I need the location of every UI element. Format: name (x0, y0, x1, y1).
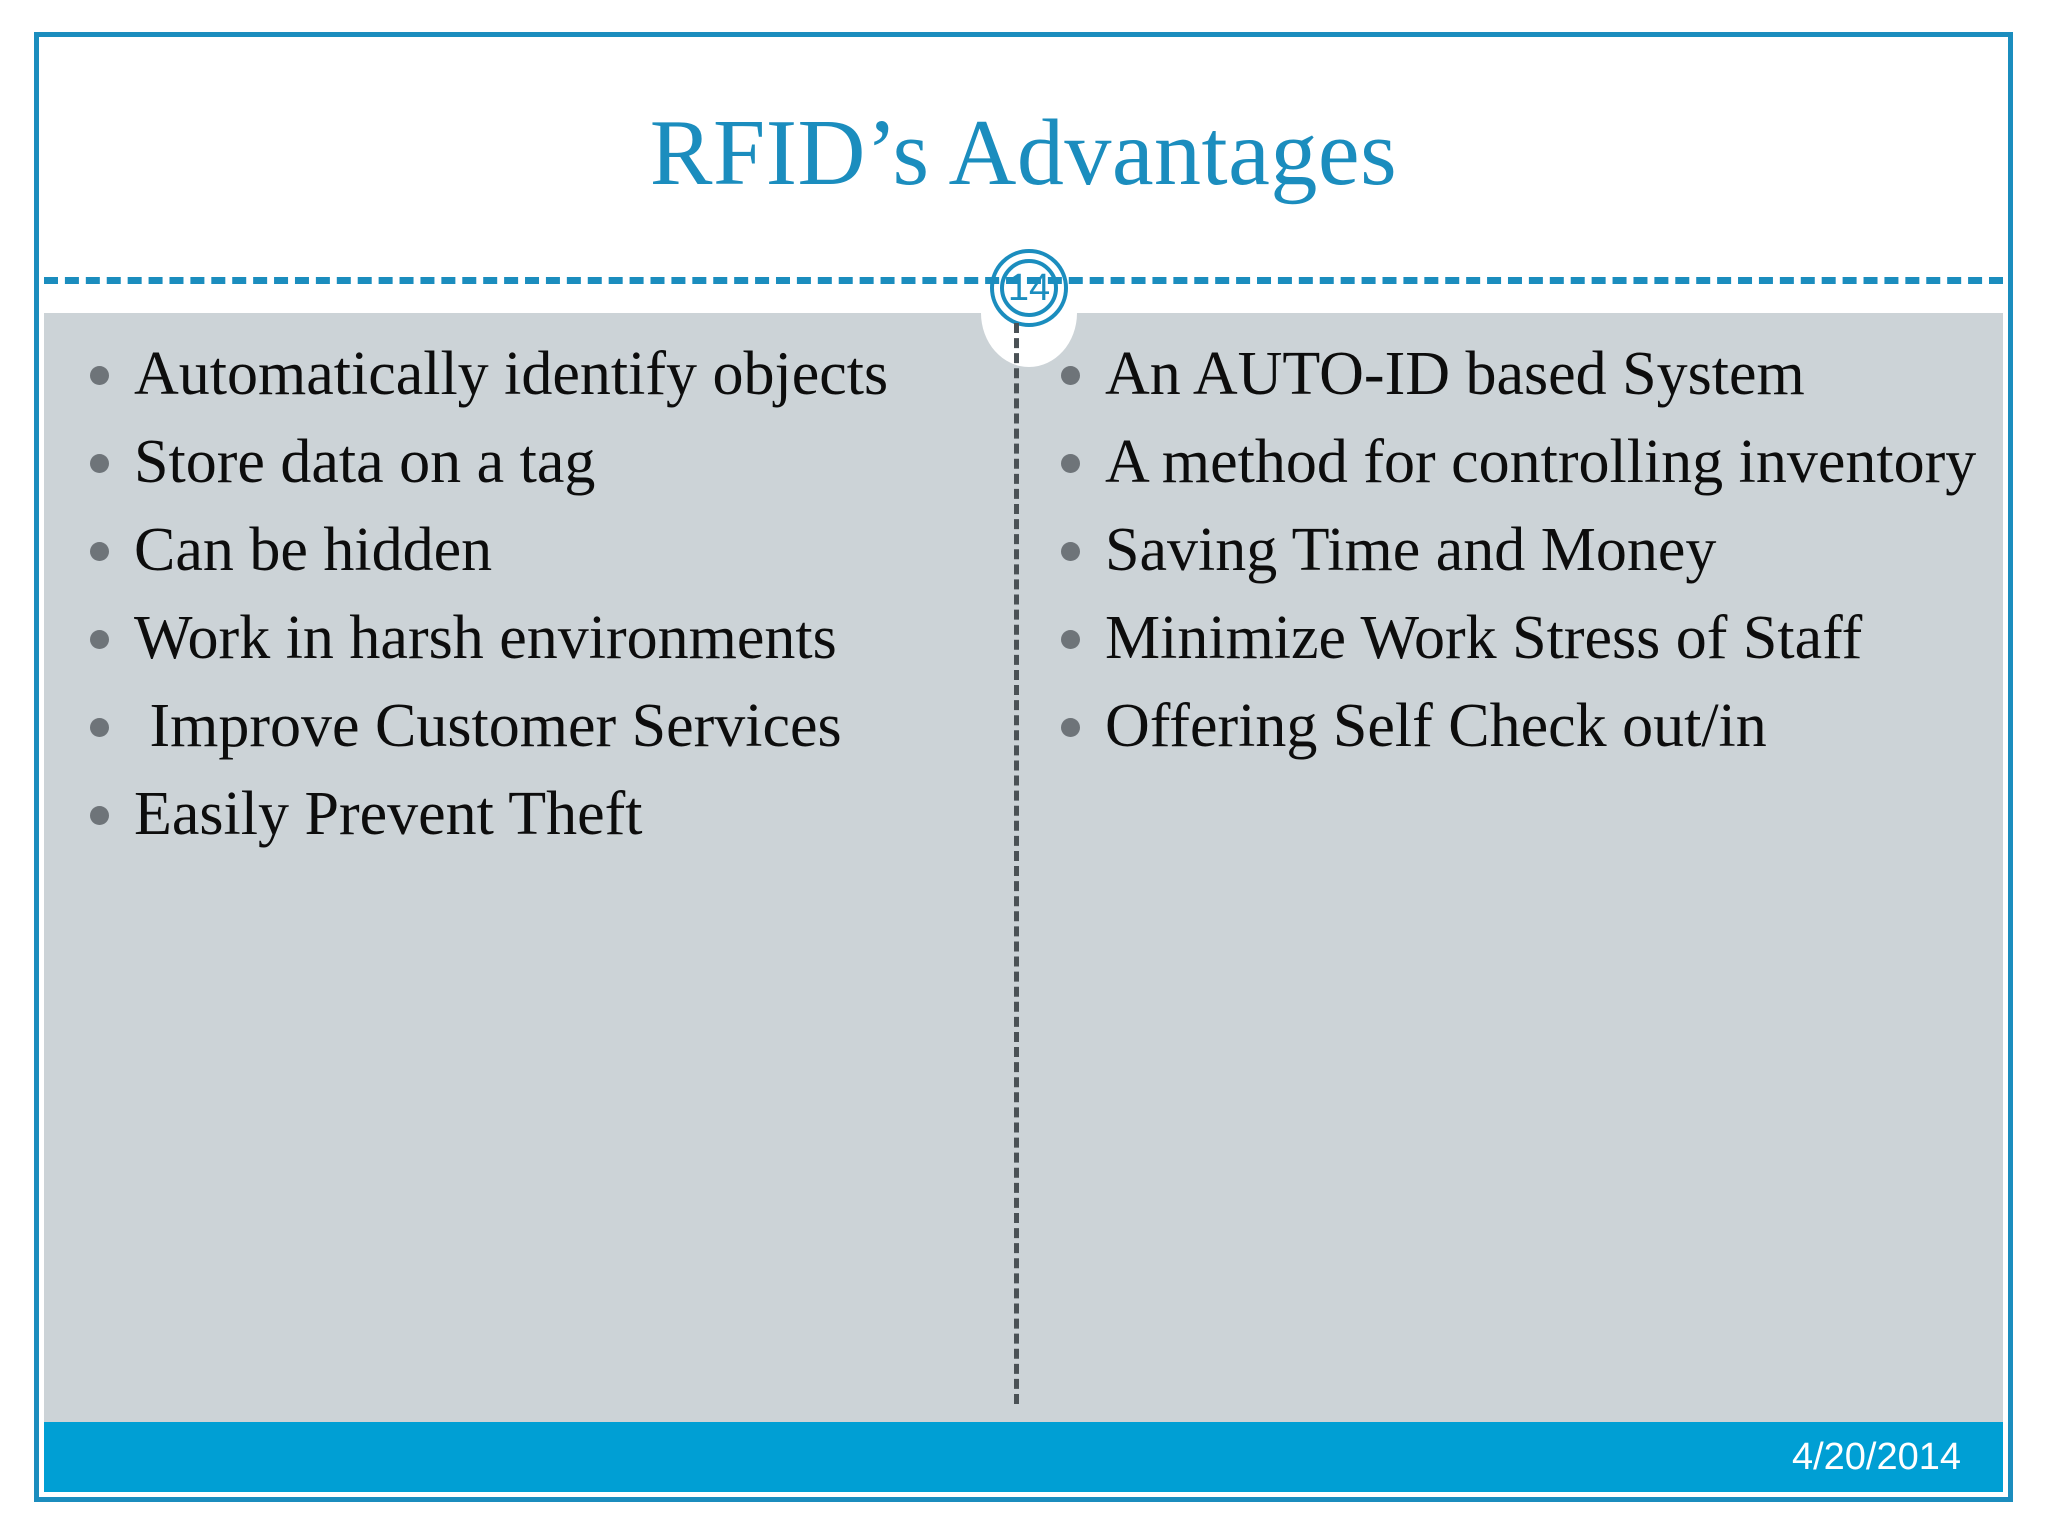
bullet-item: A method for controlling inventory (1049, 427, 1983, 497)
page-number-badge: 14 (990, 249, 1068, 327)
bullet-item: Work in harsh environments (78, 603, 994, 673)
bullet-dot-icon (90, 718, 109, 738)
bullet-item: Saving Time and Money (1049, 515, 1983, 585)
slide-body-panel (44, 313, 2003, 1422)
page-title: RFID’s Advantages (649, 100, 1398, 205)
bullet-text: Easily Prevent Theft (134, 780, 643, 849)
bullet-item: Improve Customer Services (78, 691, 994, 761)
bullet-text: An AUTO-ID based System (1105, 340, 1805, 408)
bullet-item: Store data on a tag (78, 427, 994, 497)
bullet-dot-icon (90, 630, 109, 650)
bullet-text: Automatically identify objects (134, 340, 889, 408)
right-bullet-list: An AUTO-ID based System A method for cont… (1049, 339, 1983, 761)
bullet-text: Offering Self Check out/in (1105, 692, 1767, 761)
bullet-text: Improve Customer Services (134, 692, 842, 761)
bullet-text: Can be hidden (134, 516, 493, 585)
bullet-dot-icon (1061, 718, 1080, 738)
bullet-item: An AUTO-ID based System (1049, 339, 1983, 409)
bullet-item: Automatically identify objects (78, 339, 994, 409)
bullet-dot-icon (90, 542, 109, 562)
bullet-text: Store data on a tag (134, 428, 596, 497)
bullet-text: Minimize Work Stress of Staff (1105, 604, 1863, 673)
bullet-text: Saving Time and Money (1105, 516, 1717, 585)
slide-canvas: RFID’s Advantages 14 Automatically ident… (34, 32, 2013, 1502)
bullet-dot-icon (90, 366, 109, 385)
page-number-label: 14 (1007, 266, 1051, 309)
bullet-dot-icon (1061, 454, 1080, 474)
slide-title-area: RFID’s Advantages (39, 37, 2008, 282)
bullet-dot-icon (1061, 542, 1080, 562)
footer-bar: 4/20/2014 (44, 1422, 2003, 1492)
column-divider-dashed-line (1014, 323, 1019, 1404)
bullet-item: Can be hidden (78, 515, 994, 585)
bullet-dot-icon (90, 454, 109, 474)
bullet-text: Work in harsh environments (134, 604, 837, 673)
bullet-item: Offering Self Check out/in (1049, 691, 1983, 761)
bullet-item: Easily Prevent Theft (78, 779, 994, 849)
bullet-dot-icon (1061, 366, 1080, 385)
bullet-dot-icon (90, 806, 109, 826)
bullet-dot-icon (1061, 630, 1080, 650)
bullet-text: A method for controlling inventory (1105, 428, 1977, 497)
right-column: An AUTO-ID based System A method for cont… (1019, 313, 2003, 779)
footer-date-label: 4/20/2014 (1791, 1435, 1961, 1478)
bullet-item: Minimize Work Stress of Staff (1049, 603, 1983, 673)
